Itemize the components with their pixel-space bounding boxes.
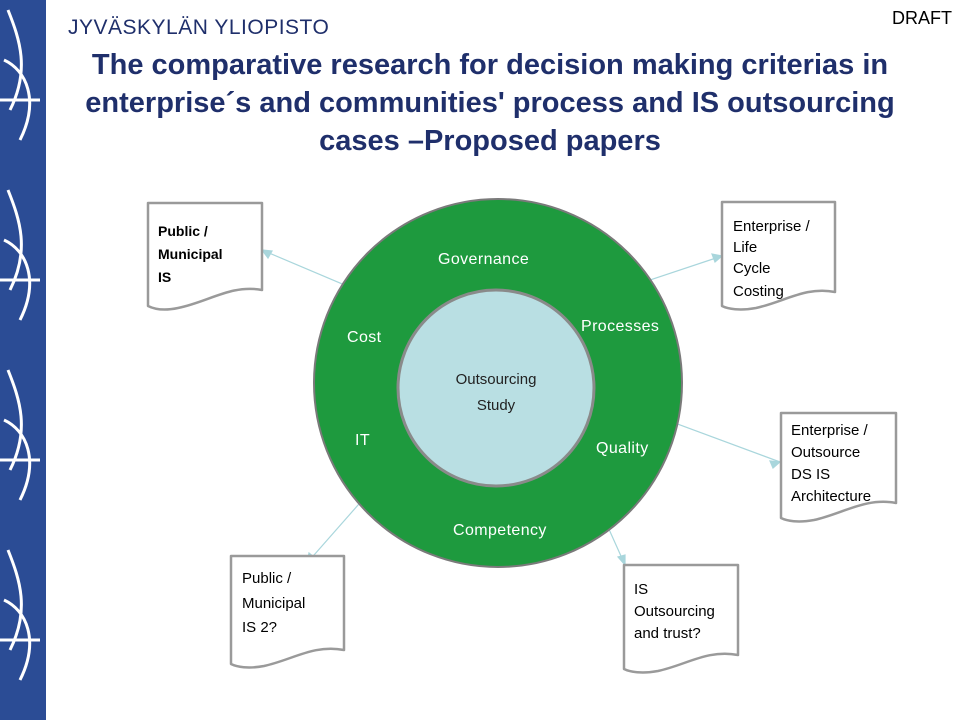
document-public-municipal-is2: Public / Municipal IS 2?: [229, 554, 346, 669]
center-circle: [396, 288, 596, 488]
doc-outsource-line4: Architecture: [791, 488, 871, 505]
ring-label-competency: Competency: [453, 522, 547, 539]
doc-trust-line3: and trust?: [634, 625, 701, 642]
doc-public-is-line3: IS: [158, 269, 171, 285]
side-band: [0, 0, 46, 720]
arrow-is-trust: [616, 554, 626, 567]
center-label-line1: Outsourcing: [456, 371, 537, 388]
ring-label-it: IT: [355, 432, 370, 449]
ring-label-cost: Cost: [347, 329, 382, 346]
doc-public-is-line2: Municipal: [158, 246, 223, 262]
center-label-line2: Study: [477, 397, 516, 414]
doc-public-is2-line2: Municipal: [242, 595, 305, 612]
doc-trust-line2: Outsourcing: [634, 603, 715, 620]
arrow-enterprise-lcc: [711, 253, 724, 264]
doc-outsource-line3: DS IS: [791, 466, 830, 483]
document-is-trust: IS Outsourcing and trust?: [622, 563, 740, 674]
doc-lcc-line2: Life: [733, 239, 757, 256]
arrow-public-is: [260, 249, 273, 260]
doc-outsource-line1: Enterprise /: [791, 422, 869, 439]
university-logo-pattern: [0, 9, 40, 681]
document-enterprise-lcc: Enterprise / Life Cycle Costing: [720, 200, 837, 311]
doc-lcc-line4: Costing: [733, 283, 784, 300]
ring-label-processes: Processes: [581, 318, 659, 335]
doc-lcc-line1: Enterprise /: [733, 218, 811, 235]
ring-label-governance: Governance: [438, 251, 529, 268]
doc-lcc-line3: Cycle: [733, 260, 771, 277]
doc-public-is2-line1: Public /: [242, 570, 292, 587]
draft-label: DRAFT: [892, 8, 952, 28]
doc-trust-line1: IS: [634, 581, 648, 598]
ring-label-quality: Quality: [596, 440, 649, 457]
arrow-enterprise-outsource: [769, 460, 782, 469]
doc-public-is-line1: Public /: [158, 223, 208, 239]
document-enterprise-outsource: Enterprise / Outsource DS IS Architectur…: [779, 411, 898, 523]
slide-title: The comparative research for decision ma…: [85, 49, 895, 157]
doc-outsource-line2: Outsource: [791, 444, 860, 461]
document-public-municipal-is: Public / Municipal IS: [146, 201, 264, 311]
doc-public-is2-line3: IS 2?: [242, 619, 277, 636]
university-name: JYVÄSKYLÄN YLIOPISTO: [68, 16, 330, 39]
